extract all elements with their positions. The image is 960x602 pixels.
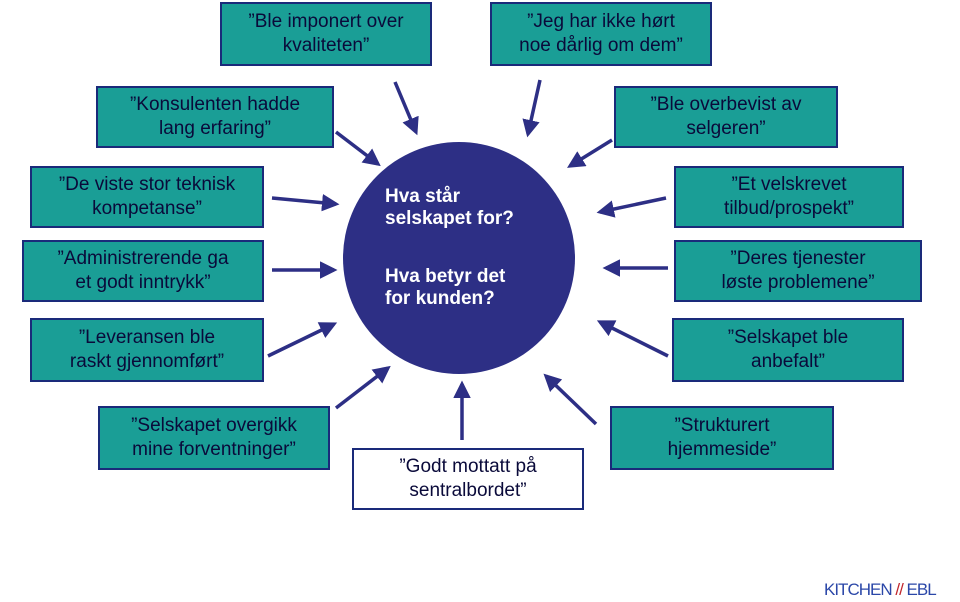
box-overbevist: ”Ble overbevist av selgeren” — [614, 86, 838, 148]
box-sentralbordet: ”Godt mottatt på sentralbordet” — [352, 448, 584, 510]
box-konsulenten-text: ”Konsulenten hadde lang erfaring” — [129, 94, 301, 139]
arrow-teknisk — [271, 193, 340, 212]
arrow-konsulenten — [334, 130, 381, 167]
logo-slash: // — [895, 580, 904, 599]
box-tjenester: ”Deres tjenester løste problemene” — [674, 240, 922, 302]
arrow-hort — [522, 79, 542, 138]
box-konsulenten: ”Konsulenten hadde lang erfaring” — [96, 86, 334, 148]
box-hort-text: ”Jeg har ikke hørt noe dårlig om dem” — [519, 11, 683, 56]
arrow-forventninger — [334, 365, 391, 410]
logo-right: EBL — [906, 580, 937, 599]
box-overbevist-text: ”Ble overbevist av selgeren” — [650, 94, 802, 139]
box-administrerende-text: ”Administrerende ga et godt inntrykk” — [57, 248, 229, 293]
arrow-kvaliteten — [393, 81, 419, 136]
box-kvaliteten: ”Ble imponert over kvaliteten” — [220, 2, 432, 66]
box-kvaliteten-text: ”Ble imponert over kvaliteten” — [248, 11, 404, 56]
box-administrerende: ”Administrerende ga et godt inntrykk” — [22, 240, 264, 302]
box-sentralbordet-text: ”Godt mottatt på sentralbordet” — [399, 456, 537, 501]
box-hort: ”Jeg har ikke hørt noe dårlig om dem” — [490, 2, 712, 66]
box-anbefalt: ”Selskapet ble anbefalt” — [672, 318, 904, 382]
box-leveransen-text: ”Leveransen ble raskt gjennomført” — [69, 327, 225, 372]
box-teknisk: ”De viste stor teknisk kompetanse” — [30, 166, 264, 228]
box-tjenester-text: ”Deres tjenester løste problemene” — [721, 248, 875, 293]
arrow-leveransen — [267, 322, 338, 358]
kitchen-ebl-logo: KITCHEN // EBL — [824, 580, 937, 600]
box-forventninger: ”Selskapet overgikk mine forventninger” — [98, 406, 330, 470]
center-question-1: Hva står selskapet for? — [385, 186, 514, 229]
box-velskrevet: ”Et velskrevet tilbud/prospekt” — [674, 166, 904, 228]
box-anbefalt-text: ”Selskapet ble anbefalt” — [727, 327, 849, 372]
box-velskrevet-text: ”Et velskrevet tilbud/prospekt” — [724, 174, 854, 219]
box-teknisk-text: ”De viste stor teknisk kompetanse” — [58, 174, 236, 219]
center-question-2: Hva betyr det for kunden? — [385, 266, 506, 309]
logo-left: KITCHEN — [824, 580, 893, 599]
arrow-velskrevet — [596, 196, 667, 218]
box-hjemmeside: ”Strukturert hjemmeside” — [610, 406, 834, 470]
arrow-hjemmeside — [543, 373, 598, 426]
center-circle: Hva står selskapet for? Hva betyr det fo… — [343, 142, 575, 374]
box-leveransen: ”Leveransen ble raskt gjennomført” — [30, 318, 264, 382]
arrow-overbevist — [567, 138, 613, 168]
box-hjemmeside-text: ”Strukturert hjemmeside” — [667, 415, 777, 460]
box-forventninger-text: ”Selskapet overgikk mine forventninger” — [131, 415, 297, 460]
arrow-anbefalt — [596, 320, 669, 358]
